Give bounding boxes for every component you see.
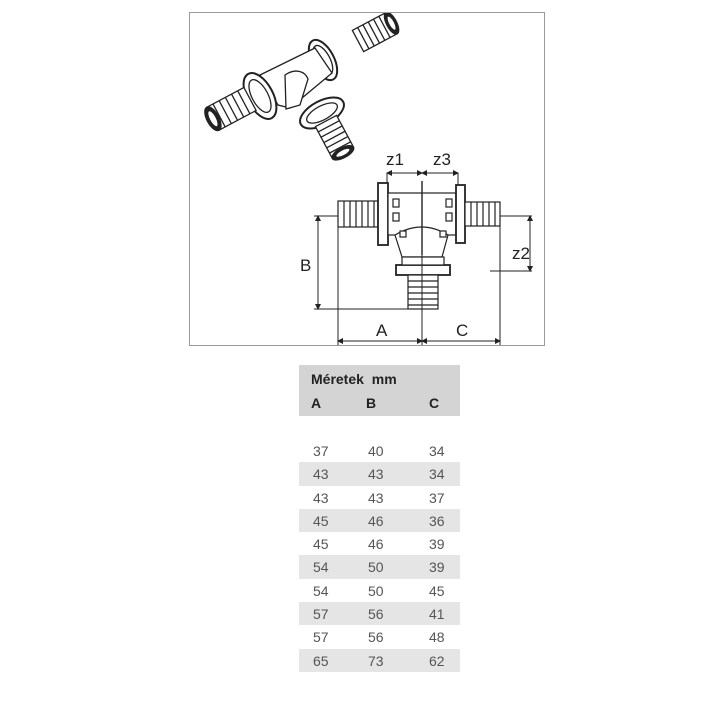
cell-c: 39 xyxy=(429,536,445,553)
cell-a: 54 xyxy=(313,582,329,599)
cell-b: 40 xyxy=(368,443,384,459)
column-header-b: B xyxy=(366,395,377,411)
table-row: 65 73 62 xyxy=(299,648,460,672)
cell-c: 41 xyxy=(429,606,445,623)
label-b: B xyxy=(300,256,311,275)
cell-c: 34 xyxy=(429,466,445,483)
label-c: C xyxy=(456,321,468,340)
column-header-a: A xyxy=(311,395,322,411)
table-row: 45 46 39 xyxy=(299,532,460,555)
tee-fitting-drawing: z1 z3 z2 B A C xyxy=(204,13,533,345)
cell-b: 46 xyxy=(368,512,384,529)
table-row: 43 43 37 xyxy=(299,486,460,509)
cell-a: 43 xyxy=(313,489,329,506)
cell-b: 56 xyxy=(368,629,384,646)
cell-a: 57 xyxy=(313,629,329,646)
label-z3: z3 xyxy=(433,150,451,169)
table-title: Méretek mm xyxy=(311,371,397,387)
technical-drawing: z1 z3 z2 B A C xyxy=(189,12,545,346)
table-row: 54 50 39 xyxy=(299,555,460,579)
cell-b: 43 xyxy=(368,466,384,483)
cell-b: 50 xyxy=(368,559,384,576)
cell-a: 65 xyxy=(313,652,329,669)
cell-a: 45 xyxy=(313,512,329,529)
isometric-view xyxy=(204,13,400,161)
cell-b: 43 xyxy=(368,489,384,506)
label-a: A xyxy=(376,321,388,340)
table-row: 57 56 41 xyxy=(299,602,460,626)
dimension-labels: z1 z3 z2 B A C xyxy=(300,150,530,340)
cell-b: 50 xyxy=(368,582,384,599)
cell-a: 45 xyxy=(313,536,329,553)
front-view xyxy=(337,181,501,310)
cell-c: 39 xyxy=(429,559,445,576)
table-header: Méretek mm A B C xyxy=(299,365,460,416)
cell-b: 56 xyxy=(368,606,384,623)
table-row: 57 56 48 xyxy=(299,625,460,648)
table-row: 54 50 45 xyxy=(299,579,460,602)
table-row: 43 43 34 xyxy=(299,462,460,486)
cell-c: 37 xyxy=(429,489,445,506)
cell-a: 54 xyxy=(313,559,329,576)
cell-b: 46 xyxy=(368,536,384,553)
table-spacer xyxy=(299,416,460,439)
table-row: 45 46 36 xyxy=(299,508,460,533)
dimensions-table: Méretek mm A B C 37 40 34 43 43 34 43 43… xyxy=(299,365,460,672)
cell-a: 43 xyxy=(313,466,329,483)
cell-c: 48 xyxy=(429,629,445,646)
cell-b: 73 xyxy=(368,652,384,669)
cell-c: 62 xyxy=(429,652,445,669)
column-headers: A B C xyxy=(299,395,460,413)
cell-c: 45 xyxy=(429,582,445,599)
cell-a: 57 xyxy=(313,606,329,623)
cell-c: 36 xyxy=(429,512,445,529)
label-z2: z2 xyxy=(512,244,530,263)
dimension-lines xyxy=(314,170,533,345)
cell-a: 37 xyxy=(313,443,329,459)
label-z1: z1 xyxy=(386,150,404,169)
column-header-c: C xyxy=(429,395,440,411)
table-row: 37 40 34 xyxy=(299,439,460,462)
cell-c: 34 xyxy=(429,443,445,459)
